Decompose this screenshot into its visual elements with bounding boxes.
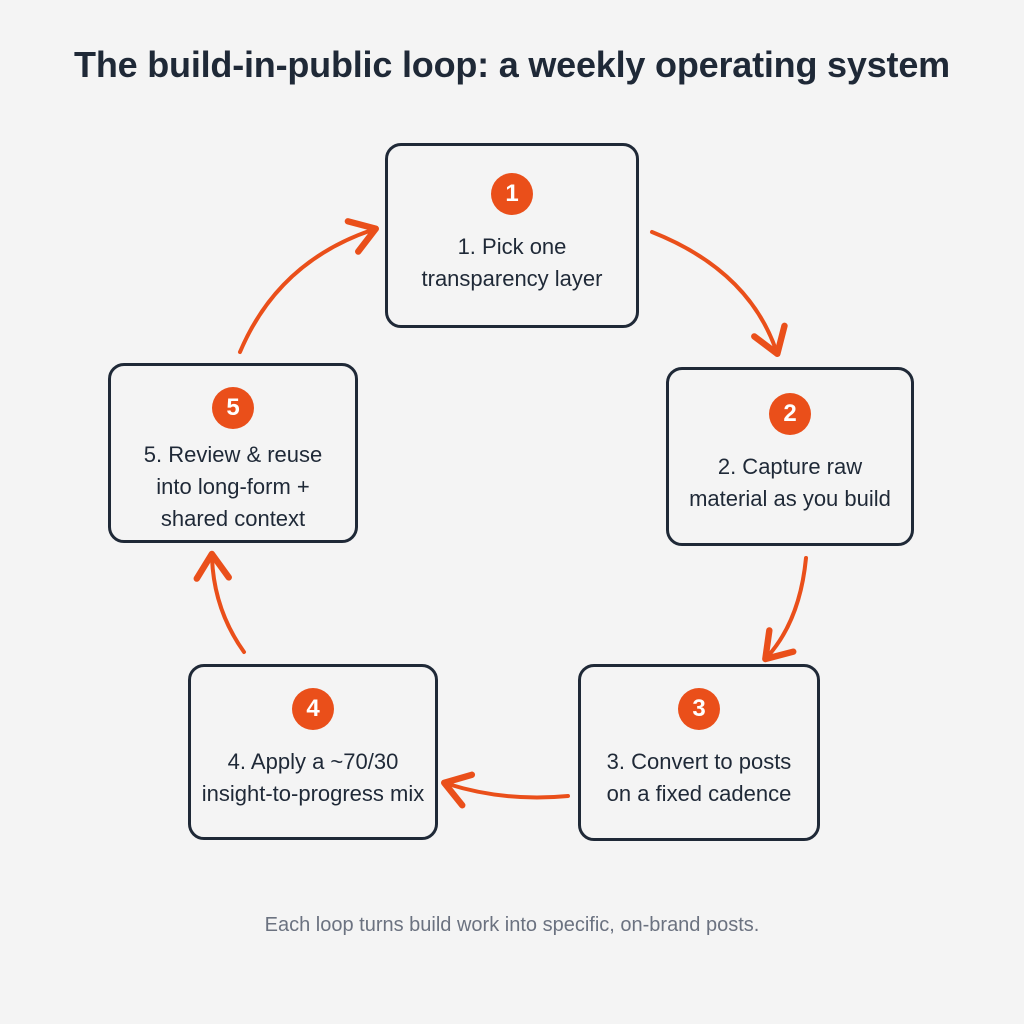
step-badge-3: 3 xyxy=(678,688,720,730)
step-badge-2: 2 xyxy=(769,393,811,435)
step-label-5: 5. Review & reuse into long-form + share… xyxy=(143,442,323,531)
step-box-3: 3 3. Convert to posts on a fixed cadence xyxy=(578,664,820,841)
step-badge-4: 4 xyxy=(292,688,334,730)
arrow-step3-to-step4 xyxy=(440,771,570,809)
diagram-caption: Each loop turns build work into specific… xyxy=(264,914,760,936)
step-box-1: 1 1. Pick one transparency layer xyxy=(385,143,639,328)
arrow-step5-to-step1 xyxy=(238,218,379,354)
arrow-step2-to-step3 xyxy=(762,556,808,663)
step-badge-5: 5 xyxy=(212,387,254,429)
arrow-step4-to-step5 xyxy=(193,550,246,654)
step-box-5: 5 5. Review & reuse into long-form + sha… xyxy=(108,363,358,543)
diagram-title: The build-in-public loop: a weekly opera… xyxy=(74,44,950,85)
step-badge-1: 1 xyxy=(491,173,533,215)
step-box-2: 2 2. Capture raw material as you build xyxy=(666,367,914,546)
step-label-1: 1. Pick one transparency layer xyxy=(421,234,603,291)
step-label-4: 4. Apply a ~70/30 insight-to-progress mi… xyxy=(201,749,425,806)
arrow-step1-to-step2 xyxy=(650,230,788,357)
step-label-3: 3. Convert to posts on a fixed cadence xyxy=(606,749,792,806)
step-label-2: 2. Capture raw material as you build xyxy=(689,454,891,511)
step-box-4: 4 4. Apply a ~70/30 insight-to-progress … xyxy=(188,664,438,840)
